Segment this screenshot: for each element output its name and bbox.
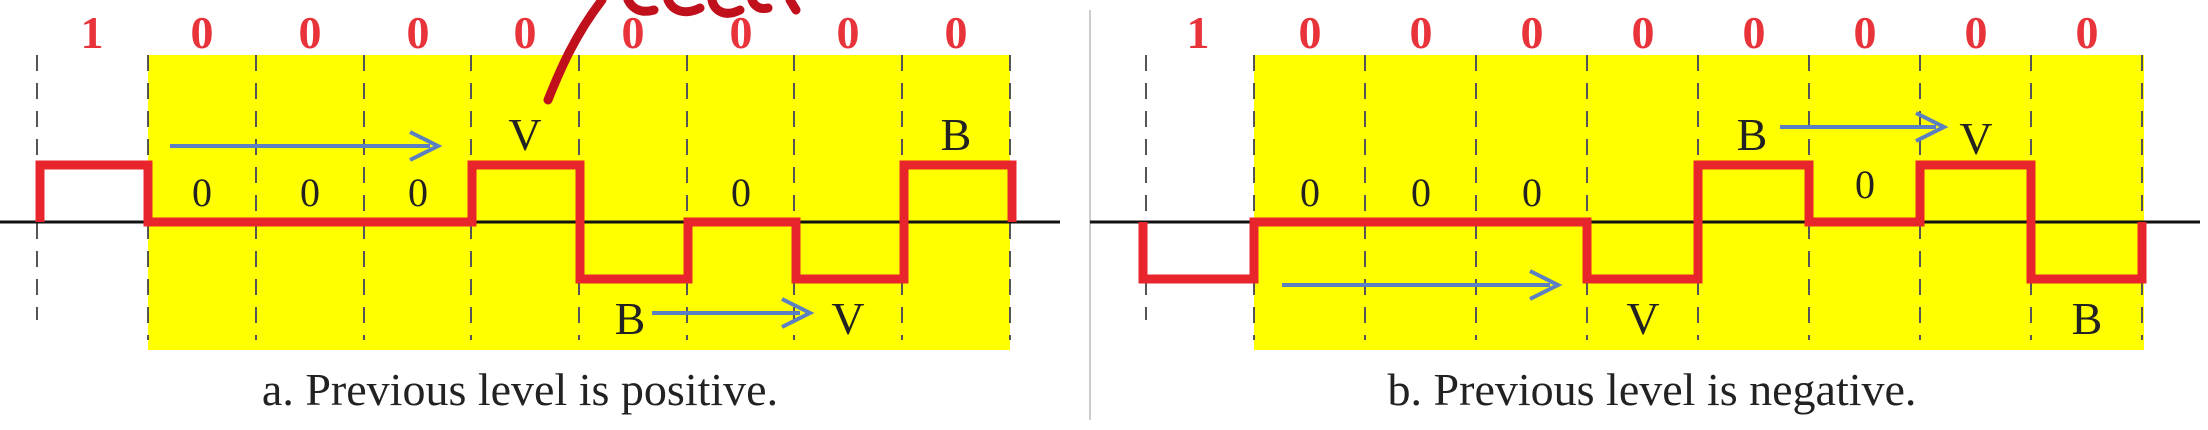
panel-b-zero-label: 0: [1300, 170, 1320, 215]
panel-b-bit-label: 0: [1632, 7, 1655, 58]
panel-b: 1 0 0 0 0 0 0 0 0 0 0 0 0 V B V B b. Pre…: [1090, 7, 2200, 415]
panel-a-bipolar-marker: B: [615, 293, 646, 344]
panel-b-bit-label: 0: [1521, 7, 1544, 58]
panel-a-bit-label: 0: [622, 7, 645, 58]
panel-b-bit-label: 0: [1854, 7, 1877, 58]
panel-a-bit-label: 0: [837, 7, 860, 58]
panel-a-bit-label: 0: [514, 7, 537, 58]
panel-b-bipolar-marker: B: [1737, 109, 1768, 160]
panel-b-bipolar-marker: B: [2072, 293, 2103, 344]
panel-a-bit-label: 1: [81, 7, 104, 58]
handwritten-annotation: [543, 0, 801, 105]
panel-b-bit-labels: 1 0 0 0 0 0 0 0 0: [1187, 7, 2099, 58]
panel-a-bit-label: 0: [299, 7, 322, 58]
panel-a-violation-marker: V: [831, 293, 864, 344]
panel-a-bit-labels: 1 0 0 0 0 0 0 0 0: [81, 7, 968, 58]
panel-a-zero-label: 0: [408, 170, 428, 215]
panel-b-bit-label: 0: [1965, 7, 1988, 58]
panel-b-violation-marker: V: [1626, 293, 1659, 344]
panel-b-bit-label: 0: [2076, 7, 2099, 58]
panel-b-zero-label: 0: [1522, 170, 1542, 215]
panel-b-violation-marker: V: [1959, 113, 1992, 164]
panel-a: 1 0 0 0 0 0 0 0 0 0 0 0 0 V B V B a. Pre…: [0, 7, 1060, 415]
panel-b-bit-label: 1: [1187, 7, 1210, 58]
panel-a-bit-label: 0: [407, 7, 430, 58]
panel-b-caption: b. Previous level is negative.: [1388, 364, 1917, 415]
panel-b-bit-label: 0: [1410, 7, 1433, 58]
panel-a-caption: a. Previous level is positive.: [262, 364, 778, 415]
panel-a-bit-label: 0: [730, 7, 753, 58]
panel-a-bipolar-marker: B: [941, 109, 972, 160]
panel-b-zero-label: 0: [1855, 162, 1875, 207]
panel-a-signal-line: [35, 160, 1017, 284]
panel-b-arrow-1: [1282, 269, 1563, 301]
panel-b-zero-label: 0: [1411, 170, 1431, 215]
panel-a-arrow-2: [652, 297, 815, 329]
panel-b-bit-label: 0: [1743, 7, 1766, 58]
panel-a-bit-label: 0: [945, 7, 968, 58]
panel-a-bit-label: 0: [191, 7, 214, 58]
panel-b-arrow-2: [1780, 111, 1949, 143]
panel-a-zero-label: 0: [300, 170, 320, 215]
panel-b-signal-line: [1138, 160, 2147, 284]
panel-a-zero-label: 0: [192, 170, 212, 215]
panel-a-zero-label: 0: [731, 170, 751, 215]
panel-a-violation-marker: V: [508, 109, 541, 160]
panel-a-arrow-1: [170, 130, 443, 162]
panel-b-bit-label: 0: [1299, 7, 1322, 58]
